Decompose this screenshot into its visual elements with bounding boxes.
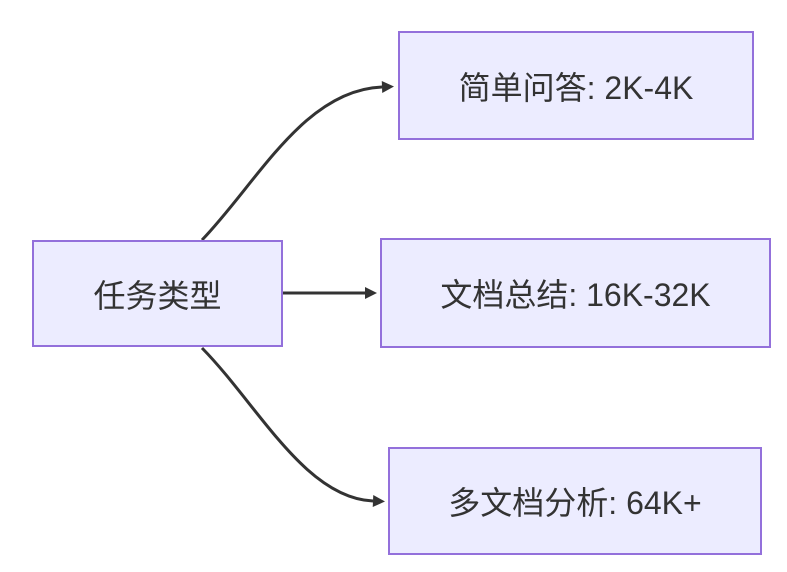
- edge-task-type-to-simple-qa: [200, 81, 394, 242]
- node-task-type: 任务类型: [32, 240, 283, 347]
- node-label: 任务类型: [93, 277, 222, 314]
- node-label: 多文档分析: 64K+: [448, 485, 702, 521]
- node-label: 简单问答: 2K-4K: [458, 69, 694, 106]
- node-simple-qa: 简单问答: 2K-4K: [398, 31, 754, 140]
- node-multi-doc-analysis: 多文档分析: 64K+: [388, 447, 762, 555]
- node-doc-summary: 文档总结: 16K-32K: [380, 238, 771, 348]
- edge-task-type-to-multi-doc-analysis: [200, 346, 385, 507]
- node-label: 文档总结: 16K-32K: [440, 277, 711, 313]
